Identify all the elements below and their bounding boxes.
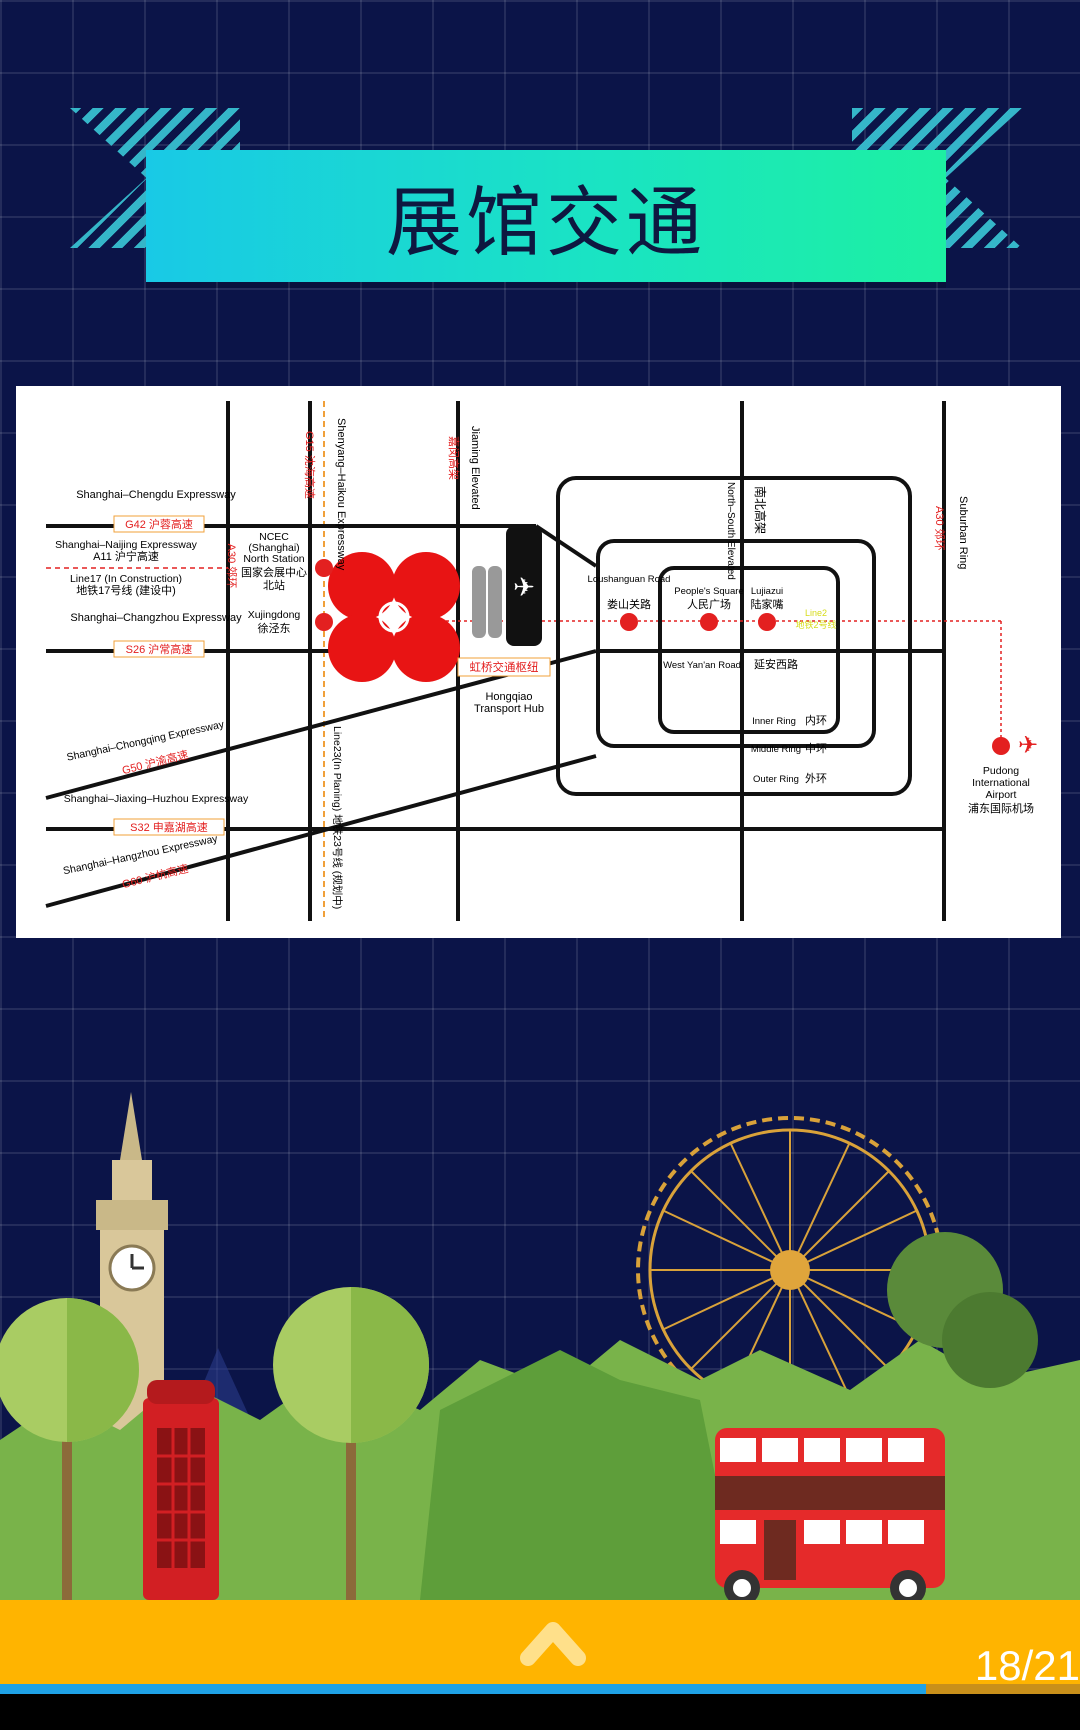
west-yanan-cn: 延安西路 [754,657,798,671]
page-title: 展馆交通 [386,178,706,267]
suburban-ring-label: Suburban Ring [957,496,969,569]
ribbon-body: 展馆交通 [146,150,946,282]
svg-text:✈: ✈ [513,572,535,602]
ncec-flower-icon [328,552,460,682]
loushanguan-cn: 娄山关路 [607,597,651,611]
road-sign-a30-left: A30 郊环 [225,544,238,589]
road-sign-a30-right: A30 郊环 [933,506,946,551]
hongqiao-label-en-1: Hongqiao [485,691,532,703]
lujiazui-en: Lujiazui [751,586,783,597]
airport-icon: ✈ [1018,732,1038,759]
road-sign-g50: G50 沪渝高速 [120,747,189,777]
progress-fill [0,1684,926,1694]
road-sign-s26: S26 沪常高速 [126,642,193,656]
progress-track [0,1684,1080,1694]
page-indicator: 18/21 [974,1642,1080,1689]
road-sign-jiaming: 嘉闵高架 [447,436,461,480]
road-sign-g60: G60 沪杭高速 [120,861,189,891]
pudong-label-1: Pudong [983,765,1019,777]
peoples-square-en: People's Square [674,586,743,597]
north-south-cn: 南北高架 [753,486,768,534]
tree-left-icon [0,1298,139,1600]
xujingdong-en: Xujingdong [248,609,301,621]
lujiazui-cn: 陆家嘴 [751,597,784,611]
title-banner: 展馆交通 [70,108,1022,288]
road-label-g42-en: Shanghai–Chengdu Expressway [76,489,236,501]
ncec-label-1: NCEC [259,531,289,543]
pudong-label-cn: 浦东国际机场 [968,801,1034,815]
road-label-a11-en: Shanghai–Naijing Expressway [55,539,198,551]
north-south-en: North–South Elevated [725,482,736,580]
line2-cn: 地铁2号线 [795,619,836,630]
bus-icon [715,1428,945,1600]
ncec-label-3: North Station [243,553,304,565]
peoples-square-cn: 人民广场 [687,597,731,611]
tree-middle-icon [273,1287,429,1600]
ncec-label-2: (Shanghai) [248,542,299,554]
road-sign-g15: G15 沈海高速 [303,431,317,499]
inner-ring-en: Inner Ring [752,716,796,727]
scroll-up-button[interactable] [518,1610,588,1670]
road-label-jiaming: Jiaming Elevated [469,426,481,510]
road-label-a11-cn: A11 沪宁高速 [93,549,159,563]
chevron-up-icon [520,1622,586,1666]
inner-ring-cn: 内环 [805,713,827,727]
road-label-line17-en: Line17 (In Construction) [70,573,182,585]
pudong-label-2: International [972,777,1030,789]
hongqiao-label-en-2: Transport Hub [474,703,544,715]
road-sign-g42: G42 沪蓉高速 [125,517,193,531]
outer-ring-en: Outer Ring [753,774,799,785]
ncec-label-5: 北站 [263,578,285,592]
xujingdong-cn: 徐泾东 [258,621,291,635]
road-label-line17-cn: 地铁17号线 (建设中) [76,583,176,597]
middle-ring-en: Middle Ring [751,744,801,755]
road-label-shenyang-haikou: Shenyang–Haikou Expressway [335,418,347,571]
west-yanan-en: West Yan'an Road [663,660,741,671]
traffic-map: ✈ ✈ Shanghai–Chengdu Expressway G42 沪蓉高速… [16,386,1061,938]
tree-right-icon [887,1232,1038,1388]
road-label-s32-en: Shanghai–Jiaxing–Huzhou Expressway [64,793,249,805]
middle-ring-cn: 中环 [805,742,827,755]
line2-label: Line2 [805,608,827,618]
hongqiao-label-cn: 虹桥交通枢纽 [470,660,539,674]
phone-booth-icon [143,1380,219,1600]
road-label-s26-en: Shanghai–Changzhou Expressway [70,612,242,624]
loushanguan-en: Loushanguan Road [588,574,671,585]
road-label-g60-en: Shanghai–Hangzhou Expressway [62,833,219,878]
outer-ring-cn: 外环 [805,772,827,785]
pudong-label-3: Airport [986,789,1017,801]
ncec-label-4: 国家会展中心 [241,565,307,579]
system-nav-bar [0,1694,1080,1730]
london-scene-illustration [0,1080,1080,1600]
road-sign-s32: S32 申嘉湖高速 [130,820,208,834]
line23-label: Line23(In Planing) 地铁23号线 (规划中) [331,726,344,909]
